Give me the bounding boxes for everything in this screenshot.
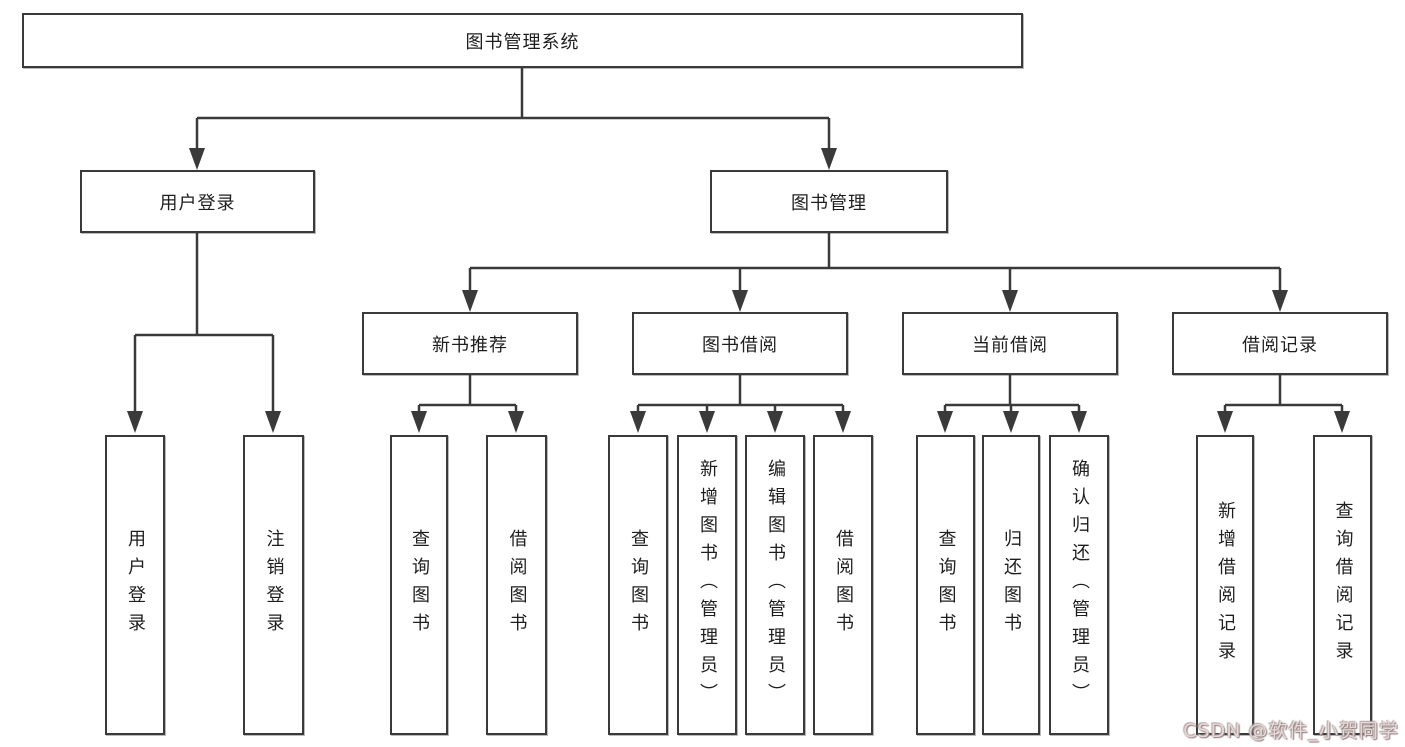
leaf-borrow-books-recommend: 借阅图书: [486, 435, 547, 735]
leaf-query-books-recommend: 查询图书: [390, 435, 448, 735]
node-root: 图书管理系统: [22, 13, 1023, 68]
node-user-login: 用户登录: [80, 170, 315, 233]
leaf-query-borrow-record: 查询借阅记录: [1313, 435, 1372, 735]
node-book-borrowing: 图书借阅: [632, 312, 848, 375]
leaf-return-books: 归还图书: [982, 435, 1040, 735]
leaf-user-login: 用户登录: [105, 435, 165, 735]
node-new-book-recommendation: 新书推荐: [362, 312, 578, 375]
node-borrowing-records: 借阅记录: [1172, 312, 1388, 375]
leaf-query-books-current: 查询图书: [916, 435, 975, 735]
leaf-logout-login: 注销登录: [243, 435, 304, 735]
node-current-borrowing: 当前借阅: [902, 312, 1118, 375]
leaf-edit-books-admin: 编辑图书（管理员）: [745, 435, 805, 735]
leaf-add-books-admin: 新增图书（管理员）: [677, 435, 737, 735]
leaf-add-borrow-record: 新增借阅记录: [1196, 435, 1254, 735]
watermark: CSDN @软件_小贺同学: [1183, 720, 1399, 742]
leaf-borrow-books-borrowing: 借阅图书: [813, 435, 873, 735]
node-book-management: 图书管理: [710, 170, 948, 233]
leaf-query-books-borrowing: 查询图书: [608, 435, 668, 735]
arrowheads: [127, 148, 1350, 433]
leaf-confirm-return-admin: 确认归还（管理员）: [1049, 435, 1109, 735]
